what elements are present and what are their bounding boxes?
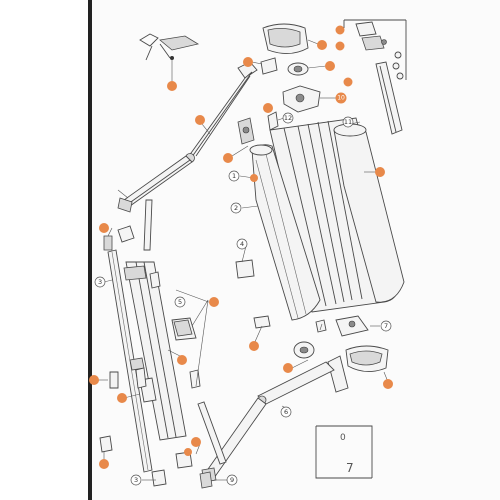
svg-text:10: 10 — [337, 95, 345, 102]
callout-badge — [99, 459, 109, 469]
callout-badge — [250, 174, 258, 182]
end-cap-assembly — [253, 315, 389, 372]
svg-text:12: 12 — [284, 114, 292, 122]
callout-badge — [343, 77, 353, 87]
callout-badge — [317, 40, 327, 50]
callout-badge — [383, 379, 393, 389]
svg-text:5: 5 — [178, 298, 182, 306]
svg-text:1: 1 — [232, 172, 236, 180]
callout-badge — [335, 41, 345, 51]
svg-text:3: 3 — [98, 278, 102, 286]
callout-badge — [184, 448, 192, 456]
lower-folding-arm — [197, 355, 349, 483]
callout-badges: 10 11 12 1 2 4 6 7 3 5 3 9 — [89, 25, 393, 486]
svg-text:3: 3 — [134, 476, 138, 484]
callout-badge: 10 — [335, 92, 347, 104]
inset-handwriting: 7 — [346, 461, 354, 475]
callout-badge: 7 — [380, 320, 392, 332]
svg-text:9: 9 — [230, 476, 234, 484]
callout-badge: 3 — [94, 276, 106, 288]
callout-badge: 2 — [230, 202, 242, 214]
callout-badge — [243, 57, 253, 67]
callout-badge — [177, 355, 187, 365]
callout-badge — [209, 297, 219, 307]
svg-text:7: 7 — [384, 322, 388, 330]
svg-text:4: 4 — [240, 240, 244, 248]
callout-badge — [375, 167, 385, 177]
detail-box-top-right — [343, 19, 407, 135]
svg-text:11: 11 — [344, 118, 352, 126]
callout-badge: 12 — [282, 112, 294, 124]
callout-badge — [191, 437, 201, 447]
callout-badge: 4 — [236, 238, 248, 250]
svg-text:2: 2 — [234, 204, 238, 212]
top-bracket-assembly — [139, 33, 200, 82]
callout-badge — [195, 115, 205, 125]
callout-badge: 6 — [280, 406, 292, 418]
left-rail-assembly — [99, 225, 255, 489]
callout-badge: 11 — [342, 116, 354, 128]
callout-badge: 1 — [228, 170, 240, 182]
page-binding-edge — [88, 0, 92, 500]
page-margin — [0, 0, 88, 500]
inset-handwriting: 0 — [340, 433, 346, 443]
callout-badge — [263, 103, 273, 113]
svg-text:6: 6 — [284, 408, 288, 416]
callout-badge: 5 — [174, 296, 186, 308]
callout-badge — [223, 153, 233, 163]
callout-badge — [89, 375, 99, 385]
callout-badge: 9 — [226, 474, 238, 486]
callout-badge: 3 — [130, 474, 142, 486]
callout-badge — [167, 81, 177, 91]
callout-badge — [249, 341, 259, 351]
callout-badge — [283, 363, 293, 373]
hub-parts-upper — [237, 23, 321, 145]
callout-badge — [325, 61, 335, 71]
inset-box — [315, 425, 373, 479]
callout-badge — [335, 25, 345, 35]
callout-badge — [99, 223, 109, 233]
callout-badge — [117, 393, 127, 403]
roller-cassette — [249, 117, 405, 321]
